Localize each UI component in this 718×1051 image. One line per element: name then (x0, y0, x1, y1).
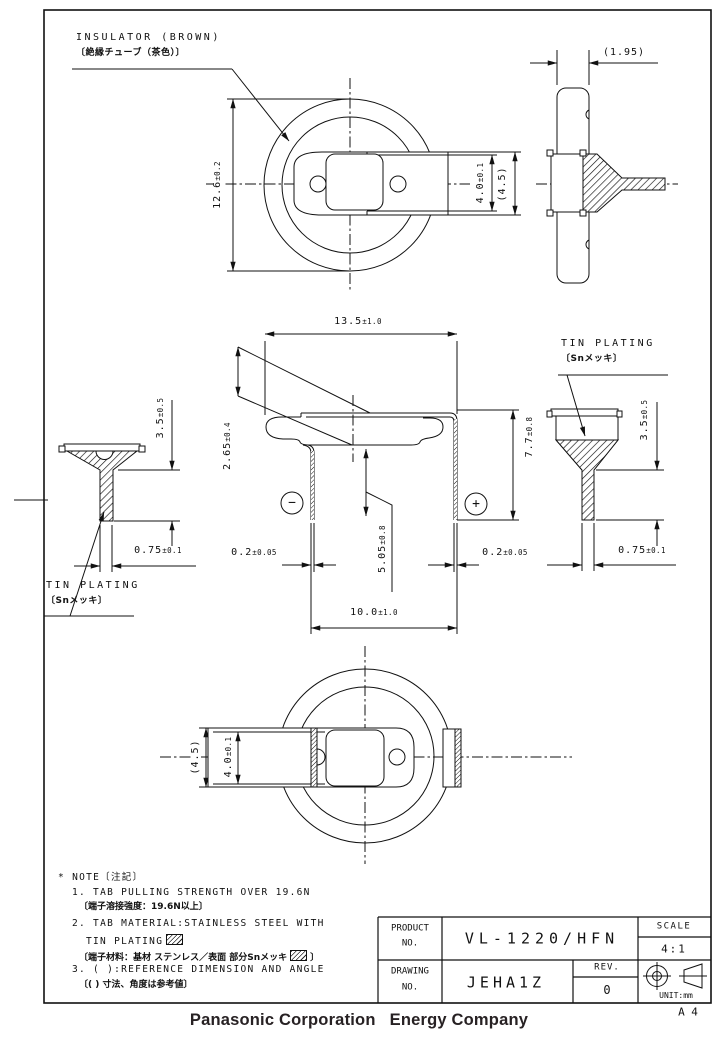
hatch-swatch-icon (290, 950, 308, 961)
top-view (72, 68, 521, 292)
dim-right-stem-width: 0.75±0.1 (617, 545, 667, 556)
note-line-2b: TIN PLATING (86, 934, 186, 947)
note-line-2-jp: 〔端子材料：基材 ステンレス／表面 部分Snメッキ〕 (79, 950, 319, 963)
dim-top-tab-width: 4.0±0.1 (475, 161, 486, 205)
dim-top-tab-width-ref: (4.5) (497, 165, 508, 203)
footer-company: Panasonic Corporation (189, 1011, 376, 1029)
title-block-grid (377, 916, 711, 1003)
right-tab-detail (546, 374, 676, 571)
side-view (530, 50, 678, 284)
sheet-size: A 4 (678, 1005, 698, 1019)
dim-side-thickness: (1.95) (601, 47, 647, 58)
insulator-label-jp: 〔絶縁チューブ（茶色）〕 (76, 48, 185, 58)
tin-plating-left-label-en: TIN PLATING (46, 580, 140, 591)
tin-plating-right-label-en: TIN PLATING (561, 338, 655, 349)
dim-front-plate-height: 2.65±0.4 (222, 421, 233, 471)
plus-terminal-symbol: + (464, 492, 488, 516)
note-star-icon: * (58, 872, 66, 883)
minus-terminal-symbol: − (280, 491, 304, 515)
note-line-1: 1. TAB PULLING STRENGTH OVER 19.6N (72, 887, 311, 898)
product-no-label-2: NO. (401, 938, 419, 949)
footer: Panasonic Corporation Energy Company (0, 1011, 718, 1030)
dim-right-plated-length: 3.5±0.5 (639, 398, 650, 442)
note-line-3-jp: 〔( ) 寸法、角度は参考値〕 (79, 980, 193, 990)
dim-top-height: 12.6±0.2 (212, 160, 223, 210)
dim-left-stem-width: 0.75±0.1 (133, 545, 183, 556)
product-no-label: PRODUCT (391, 923, 429, 934)
dim-front-leg-exposed: 5.05±0.8 (377, 524, 388, 574)
dim-bottom-tab-width: 4.0±0.1 (223, 735, 234, 779)
drawing-no-label-2: NO. (401, 982, 419, 993)
footer-division: Energy Company (389, 1011, 529, 1029)
scale-value: 4:1 (661, 942, 687, 956)
dim-front-leg-span: 10.0±1.0 (349, 607, 399, 618)
product-no-value: VL-1220/HFN (464, 929, 620, 948)
dim-front-width: 13.5±1.0 (333, 316, 383, 327)
dim-front-leg-thickness-right: 0.2±0.05 (481, 547, 529, 558)
hatch-swatch-icon (166, 934, 184, 945)
projection-symbol (643, 962, 707, 990)
unit-label: UNIT:mm (659, 991, 693, 1000)
dim-front-leg-thickness-left: 0.2±0.05 (230, 547, 278, 558)
rev-label: REV. (594, 962, 620, 973)
left-tab-detail (44, 400, 196, 617)
drawing-no-value: JEHA1Z (466, 973, 546, 992)
bottom-view (160, 646, 572, 864)
drawing-no-label: DRAWING (391, 966, 429, 977)
front-view (235, 331, 519, 634)
scale-label: SCALE (656, 921, 692, 932)
insulator-label-en: INSULATOR (BROWN) (76, 32, 221, 43)
rev-value: 0 (603, 983, 611, 997)
note-line-3: 3. ( ):REFERENCE DIMENSION AND ANGLE (72, 964, 325, 975)
dim-bottom-tab-width-ref: (4.5) (190, 738, 201, 776)
note-header: * NOTE〔注記〕 (58, 872, 144, 883)
dim-left-plated-length: 3.5±0.5 (155, 396, 166, 440)
note-line-1-jp: 〔端子溶接強度：19.6N以上〕 (79, 902, 208, 912)
dim-front-height: 7.7±0.8 (524, 415, 535, 459)
note-line-2: 2. TAB MATERIAL:STAINLESS STEEL WITH (72, 918, 325, 929)
tin-plating-left-label-jp: 〔Snメッキ〕 (46, 596, 108, 606)
tin-plating-right-label-jp: 〔Snメッキ〕 (561, 354, 623, 364)
